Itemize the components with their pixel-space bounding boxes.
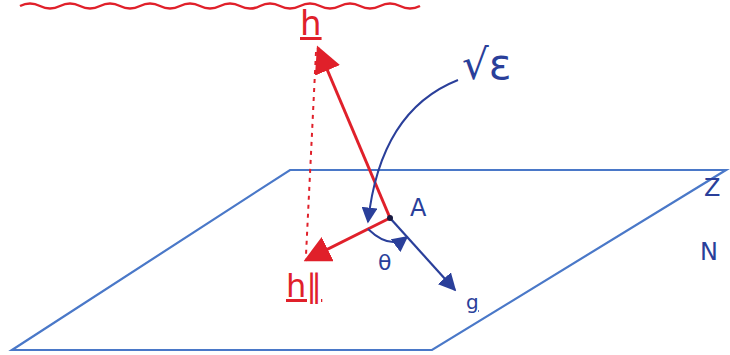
vector-label: h — [300, 6, 322, 40]
g-vector — [390, 218, 455, 290]
h-parallel-vector — [306, 218, 390, 260]
vector-label: g — [466, 292, 479, 312]
edge-letter: Z — [704, 176, 720, 200]
angle-label: θ — [378, 252, 391, 274]
plane-outline — [12, 170, 726, 350]
edge-letter: N — [700, 240, 718, 264]
point-label: A — [410, 196, 426, 220]
h-vector — [318, 48, 390, 218]
angle-arc — [368, 229, 407, 242]
point-a — [387, 215, 393, 221]
vector-label: h∥ — [286, 270, 322, 302]
wavy-underline — [20, 4, 420, 9]
projection-dashes — [306, 52, 316, 255]
root-epsilon-label: √ε — [462, 44, 511, 86]
pointer-curve — [368, 80, 458, 222]
